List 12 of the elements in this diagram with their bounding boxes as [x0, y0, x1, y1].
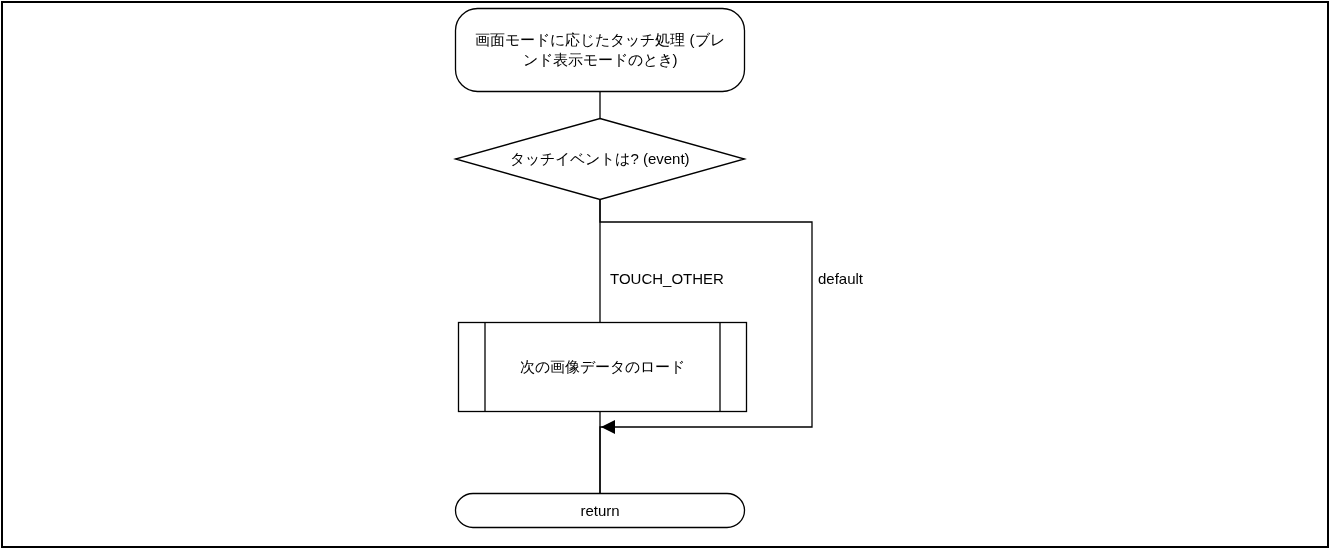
end-terminal [455, 493, 745, 528]
arrow [599, 199, 813, 494]
node-text: 次の画像データのロード [519, 357, 686, 377]
edge-label: default [818, 270, 864, 288]
decision-diamond [455, 118, 745, 200]
node-text: 画面モードに応じたタッチ処理 (ブレンド表示モードのとき) [474, 30, 726, 70]
edge-label: TOUCH_OTHER [610, 270, 724, 288]
subroutine-box [458, 322, 747, 412]
start-terminal [455, 8, 745, 92]
connector-line [599, 91, 601, 119]
node-text: タッチイベントは? (event) [510, 149, 690, 169]
node-text: return [579, 500, 621, 521]
